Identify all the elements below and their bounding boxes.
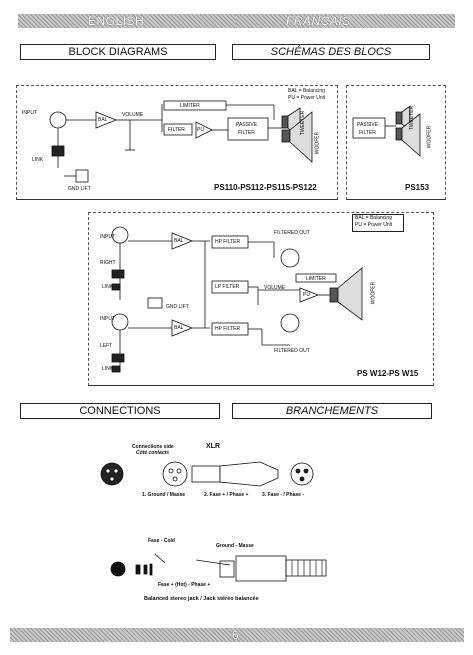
jack-cold: Fase - Cold	[148, 538, 175, 544]
d1-passive-2: FILTER	[238, 130, 255, 136]
jack-caption: Balanced stereo jack / Jack stéréo balan…	[144, 596, 259, 602]
xlr-side-2: Côté contacts	[136, 450, 170, 456]
d2-woofer: WOOFER	[426, 125, 433, 149]
header-band-right: FRANÇAIS	[236, 14, 455, 28]
footer-band: 6	[10, 628, 464, 642]
block-diagrams-heading: BLOCK DIAGRAMS	[20, 44, 216, 60]
diagram2-frame	[346, 85, 446, 200]
d1-filter: FILTER	[168, 127, 185, 133]
d3-bal-bottom: BAL	[174, 325, 184, 331]
d3-left: LEFT	[100, 343, 113, 349]
d3-volume: VOLUME	[264, 285, 286, 291]
xlr-pin3: 3. Fase - / Phase -	[262, 492, 304, 498]
d1-pu: PU	[197, 127, 204, 133]
d3-filtered-out-top: FILTERED OUT	[274, 230, 310, 236]
jack-ground: Ground - Masse	[216, 543, 254, 549]
language-french: FRANÇAIS	[286, 14, 351, 28]
jack-hot: Fase + (Hot) - Phase +	[158, 582, 211, 588]
d3-woofer: WOOFER	[370, 281, 377, 305]
d3-legend-box	[352, 214, 404, 232]
d3-models: PS W12-PS W15	[357, 369, 419, 378]
d1-legend-pu: PU = Power Unit	[288, 95, 326, 101]
d3-link-right: LINK	[102, 284, 114, 290]
diagram3-frame	[88, 212, 434, 386]
schemas-heading: SCHÉMAS DES BLOCS	[232, 44, 430, 60]
d1-bal: BAL	[98, 117, 108, 123]
xlr-pin2: 2. Fase + / Phase +	[204, 492, 249, 498]
d1-limiter: LIMITER	[180, 103, 200, 109]
d1-input: INPUT	[22, 110, 37, 116]
xlr-side-1: Connections side	[132, 444, 174, 450]
d3-gnd-lift: GND LIFT	[166, 304, 189, 310]
d3-filtered-out-bottom: FILTERED OUT	[274, 348, 310, 354]
d1-gnd-lift: GND LIFT	[68, 186, 91, 192]
diagram1-frame	[16, 85, 338, 200]
d1-link: LINK	[32, 157, 44, 163]
d2-passive-1: PASSIVE	[357, 122, 379, 128]
d2-tweeter: TWEETER	[409, 105, 416, 131]
d3-link-left: LINK	[102, 366, 114, 372]
language-english: ENGLISH	[88, 14, 145, 28]
d3-lp-filter: LP FILTER	[215, 284, 240, 290]
d3-input-left: INPUT	[100, 316, 115, 322]
header-band-left: ENGLISH	[18, 14, 236, 28]
d3-input-right: INPUT	[100, 234, 115, 240]
d1-volume: VOLUME	[122, 112, 144, 118]
d3-legend-pu: PU = Power Unit	[355, 222, 393, 228]
d3-bal-top: BAL	[174, 238, 184, 244]
d1-legend-bal: BAL = Balancing	[288, 88, 325, 94]
connections-heading: CONNECTIONS	[20, 403, 220, 419]
page-number: 6	[232, 628, 240, 642]
d3-limiter: LIMITER	[306, 276, 326, 282]
d1-models: PS110-PS112-PS115-PS122	[214, 183, 317, 192]
d1-tweeter: TWEETER	[300, 110, 307, 136]
xlr-pin1: 1. Ground / Masse	[142, 492, 186, 498]
d1-woofer: WOOFER	[314, 131, 321, 155]
d3-pu: PU	[303, 292, 310, 298]
d2-model: PS153	[405, 183, 430, 192]
d3-hp-filter-top: HP FILTER	[215, 239, 241, 245]
xlr-title: XLR	[206, 443, 220, 450]
d3-hp-filter-bottom: HP FILTER	[215, 326, 241, 332]
d3-right: RIGHT	[100, 260, 116, 266]
d1-passive-1: PASSIVE	[236, 122, 258, 128]
d3-legend-bal: BAL = Balancing	[355, 215, 392, 221]
branchements-heading: BRANCHEMENTS	[232, 403, 432, 419]
d2-passive-2: FILTER	[359, 130, 376, 136]
